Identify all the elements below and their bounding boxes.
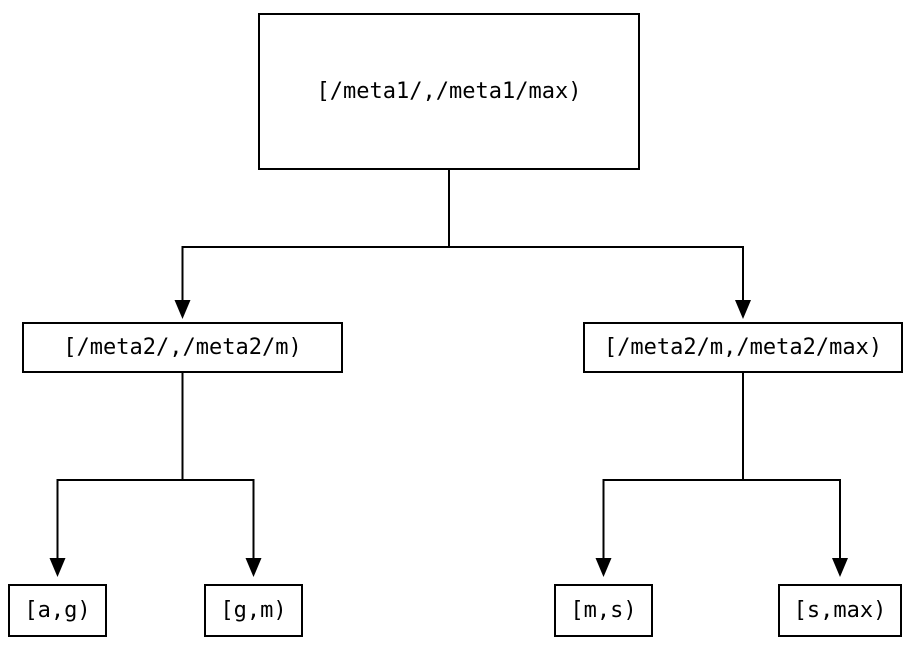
node-leaf-ms: [m,s) [554, 584, 653, 637]
node-leaf-ag: [a,g) [8, 584, 107, 637]
node-leaf-gm: [g,m) [204, 584, 303, 637]
arrowhead-icon [49, 558, 66, 577]
node-meta2-right: [/meta2/m,/meta2/max) [583, 322, 903, 373]
arrowhead-icon [832, 558, 848, 577]
node-label: [/meta2/,/meta2/m) [63, 334, 302, 360]
node-label: [/meta2/m,/meta2/max) [603, 334, 883, 360]
node-root: [/meta1/,/meta1/max) [258, 13, 640, 170]
arrowhead-icon [174, 300, 191, 319]
arrowhead-icon [245, 558, 262, 577]
node-label: [m,s) [570, 597, 637, 623]
node-label: [g,m) [220, 597, 287, 623]
node-label: [a,g) [24, 597, 91, 623]
node-meta2-left: [/meta2/,/meta2/m) [22, 322, 343, 373]
arrowhead-icon [595, 558, 612, 577]
node-label: [s,max) [793, 597, 887, 623]
node-leaf-smax: [s,max) [778, 584, 902, 637]
node-label: [/meta1/,/meta1/max) [316, 78, 582, 104]
arrowhead-icon [735, 300, 751, 319]
